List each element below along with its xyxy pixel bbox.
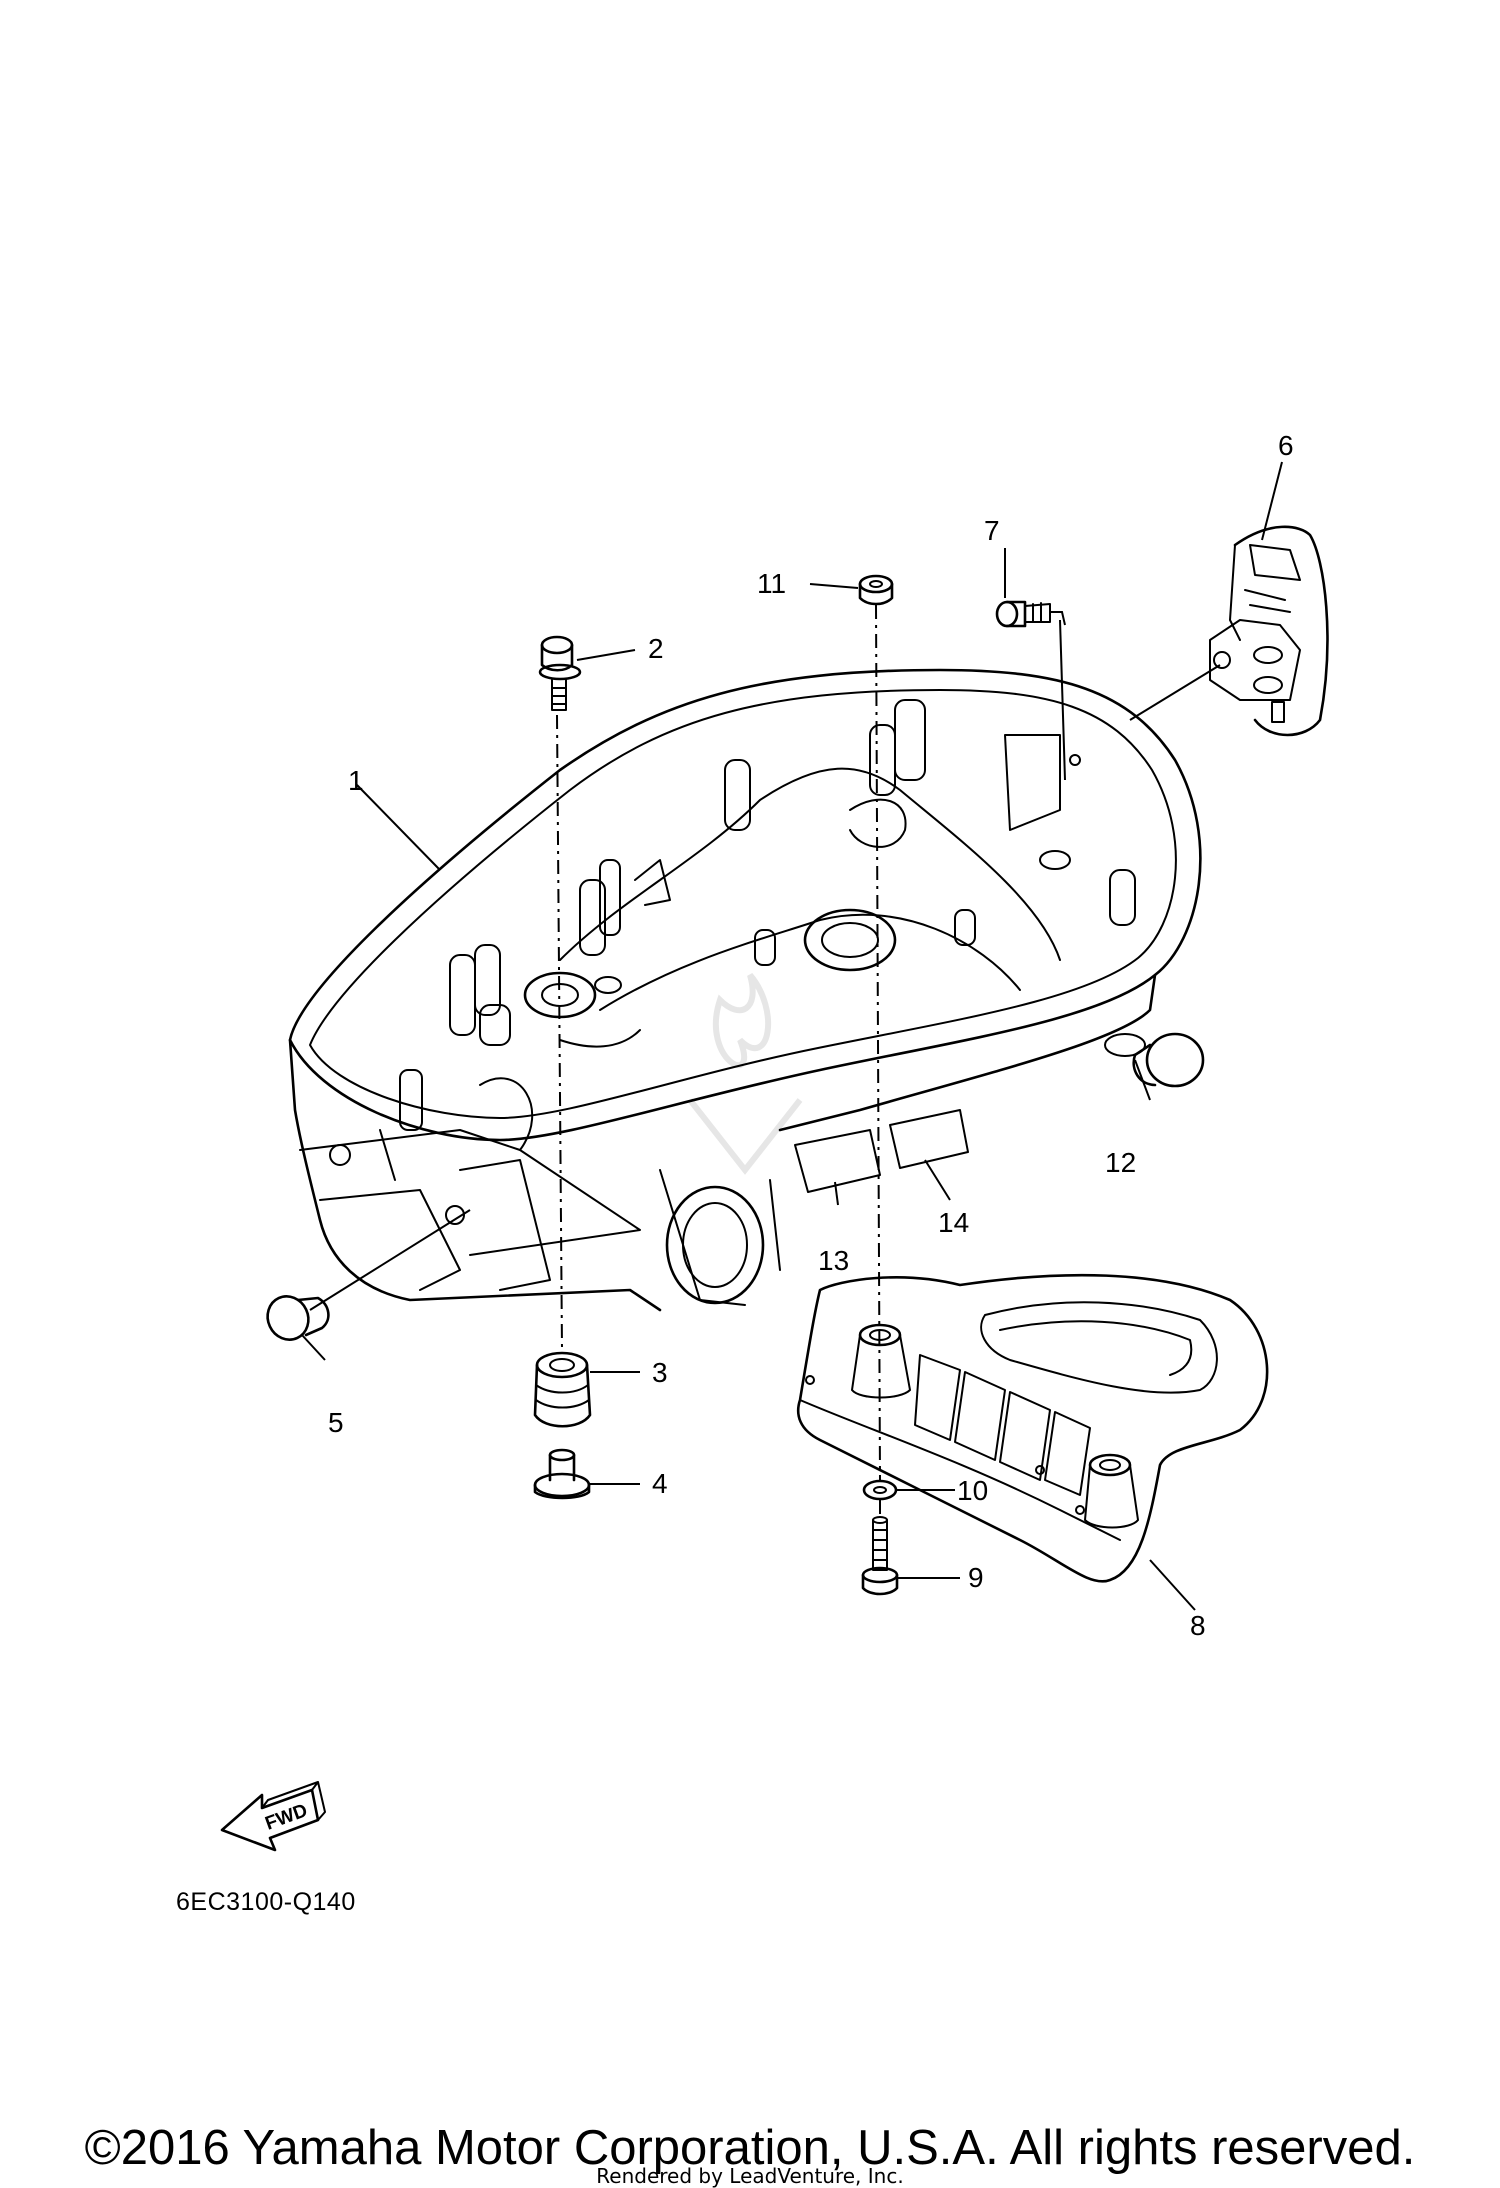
callout-3: 3 <box>652 1357 668 1388</box>
latch-part-6 <box>1209 525 1329 737</box>
fwd-arrow-icon: FWD <box>220 1781 326 1852</box>
callout-14: 14 <box>938 1207 969 1238</box>
assembly-lines <box>556 604 1066 1515</box>
callout-numbers: 1 2 3 4 5 6 7 8 9 10 11 12 13 14 <box>328 430 1294 1641</box>
handle-part-8 <box>796 1273 1269 1583</box>
washer-part-10 <box>862 1479 898 1501</box>
bolt-part-7 <box>995 600 1051 628</box>
callout-1: 1 <box>348 765 364 796</box>
bolt-part-2 <box>538 635 582 711</box>
bottom-cowling-part <box>288 668 1202 1312</box>
callout-13: 13 <box>818 1245 849 1276</box>
copyright-notice: ©2016 Yamaha Motor Corporation, U.S.A. A… <box>84 2121 1416 2175</box>
callout-7: 7 <box>984 515 1000 546</box>
grommet-part-3 <box>533 1351 592 1428</box>
leader-lines <box>301 461 1283 1611</box>
callout-9: 9 <box>968 1562 984 1593</box>
diagram-code: 6EC3100-Q140 <box>176 1888 356 1916</box>
nut-part-11 <box>858 574 894 606</box>
plug-part-12 <box>1132 1032 1205 1088</box>
callout-5: 5 <box>328 1407 344 1438</box>
callout-12: 12 <box>1105 1147 1136 1178</box>
plug-part-5 <box>266 1295 330 1341</box>
callout-11: 11 <box>757 568 786 599</box>
callout-6: 6 <box>1278 430 1294 461</box>
collar-part-4 <box>533 1448 591 1500</box>
callout-10: 10 <box>957 1475 988 1506</box>
callout-4: 4 <box>652 1468 668 1499</box>
watermark-logo <box>687 973 803 1175</box>
callout-2: 2 <box>648 633 664 664</box>
rendered-by-note: Rendered by LeadVenture, Inc. <box>596 2164 904 2188</box>
bolt-part-9 <box>861 1516 899 1596</box>
callout-8: 8 <box>1190 1610 1206 1641</box>
